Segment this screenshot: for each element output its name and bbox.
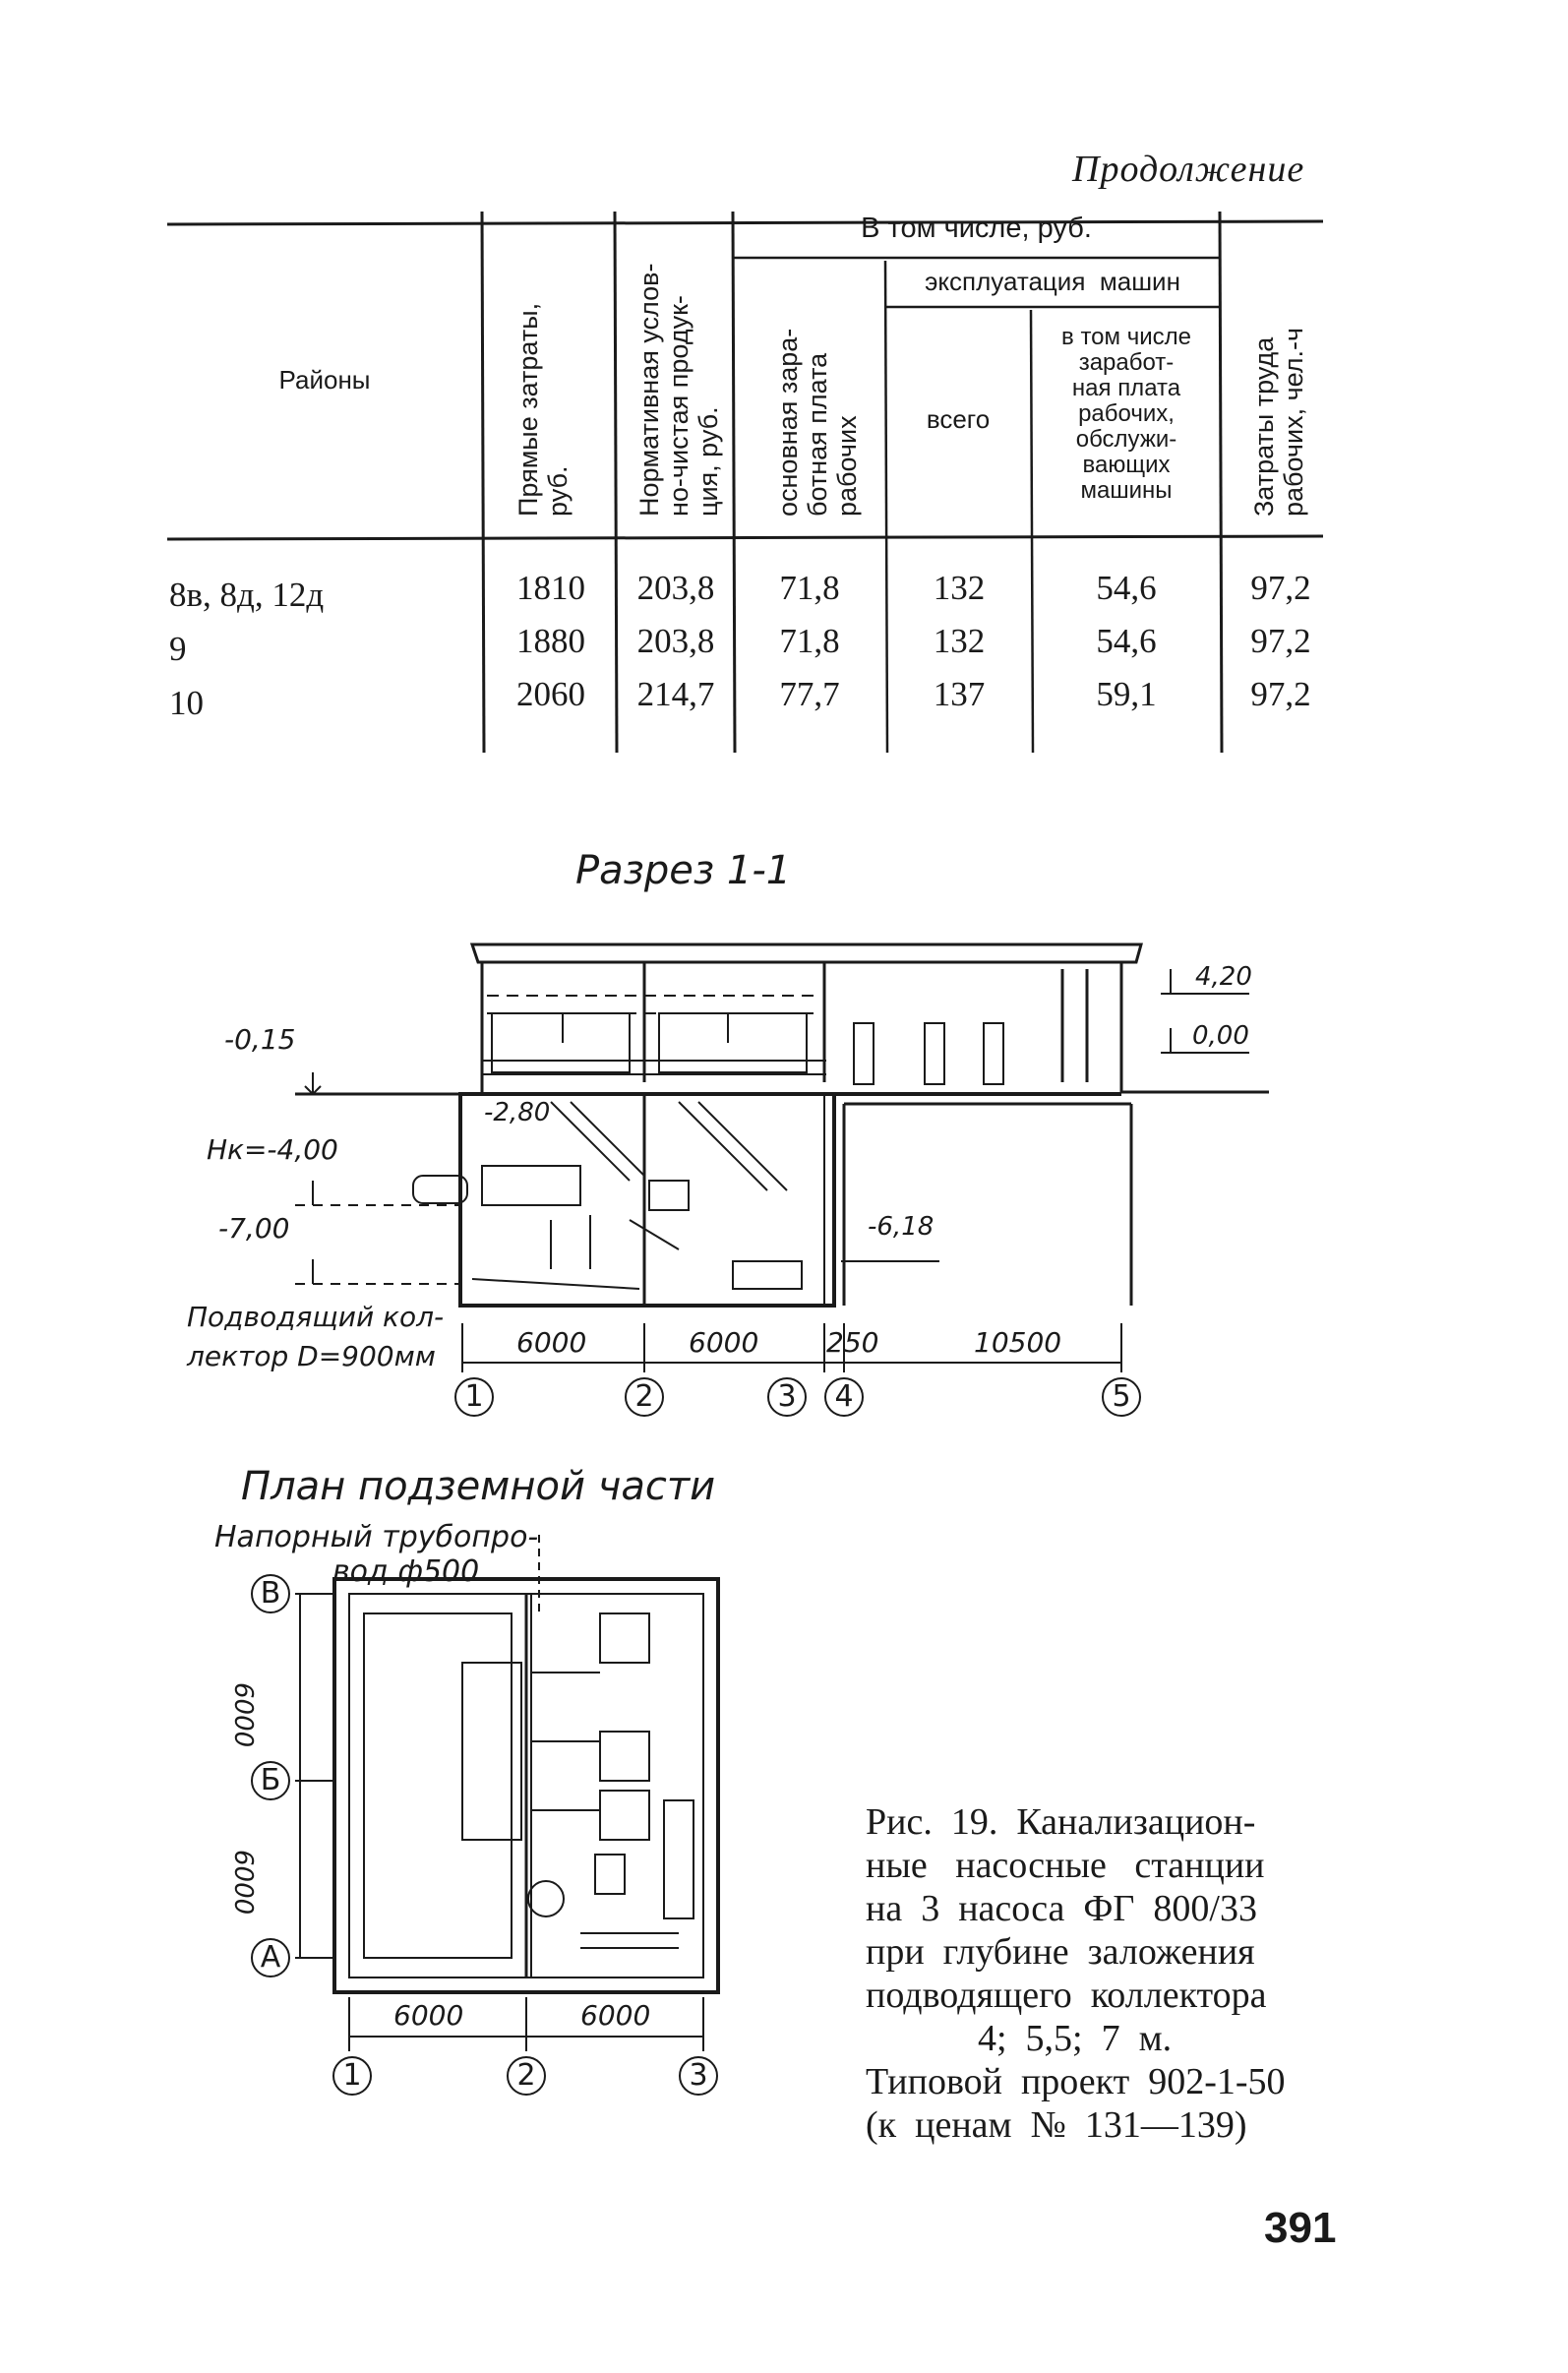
cell-base-wage: 77,7 [779, 675, 840, 713]
caption-line: подводящего коллектора [866, 1975, 1267, 2016]
cell-direct: 1810 [516, 569, 585, 607]
axis-label: 3 [777, 1379, 797, 1414]
section-drawing [295, 943, 1269, 1417]
plan-drawing [251, 1535, 720, 2096]
dim-label: 6000 [516, 1326, 587, 1359]
figure-caption: Рис. 19. Канализацион- ные насосные стан… [866, 1800, 1298, 2147]
header-including: В том числе, руб. [861, 213, 1092, 244]
cell-incl-wage: 54,6 [1096, 622, 1157, 660]
header-machine-op: эксплуатация машин [925, 267, 1180, 296]
row-region: 9 [169, 630, 187, 668]
col-axis-label: 2 [516, 2058, 536, 2093]
caption-line: при глубине заложения [866, 1931, 1255, 1973]
cell-base-wage: 71,8 [779, 569, 840, 607]
cell-direct: 1880 [516, 622, 585, 660]
table-grid [166, 211, 1324, 754]
header-regions: Районы [278, 365, 371, 395]
cell-normative: 214,7 [636, 675, 715, 713]
dim-label: 10500 [974, 1326, 1062, 1359]
cell-labor: 97,2 [1250, 569, 1311, 607]
axis-label: 1 [464, 1379, 484, 1414]
cell-incl-wage: 59,1 [1096, 675, 1157, 713]
dim-label: 6000 [689, 1326, 759, 1359]
row-axis-label: А [260, 1940, 281, 1975]
caption-line: 4; 5,5; 7 м. [866, 2018, 1173, 2059]
collector-note-line1: Подводящий кол- [187, 1301, 445, 1333]
row-dim-label: 6000 [228, 1850, 258, 1916]
dim-label: 250 [826, 1326, 879, 1359]
col-axis-label: 1 [342, 2058, 362, 2093]
cell-total: 132 [933, 569, 986, 607]
cell-labor: 97,2 [1250, 622, 1311, 660]
cell-labor: 97,2 [1250, 675, 1311, 713]
elev-left-label: -0,15 [224, 1023, 296, 1056]
col-dim-label: 6000 [393, 1999, 464, 2032]
row-axis-label: Б [260, 1763, 281, 1797]
cell-direct: 2060 [516, 675, 585, 713]
collector-note-line2: лектор D=900мм [187, 1340, 436, 1372]
row-axis-label: В [260, 1576, 281, 1611]
caption-line: Рис. 19. Канализацион- [866, 1801, 1256, 1843]
pipe-note-line1: Напорный трубопро- [214, 1520, 539, 1554]
elev-618-label: -6,18 [868, 1212, 935, 1242]
col-dim-label: 6000 [580, 1999, 651, 2032]
elev-280-label: -2,80 [484, 1098, 551, 1127]
cell-total: 137 [933, 675, 986, 713]
row-region: 10 [169, 684, 204, 722]
header-total: всего [926, 404, 991, 434]
plan-title: План подземной части [241, 1464, 716, 1509]
cell-normative: 203,8 [636, 622, 715, 660]
axis-label: 4 [834, 1379, 854, 1414]
cell-total: 132 [933, 622, 986, 660]
cell-incl-wage: 54,6 [1096, 569, 1157, 607]
caption-line: (к ценам № 131—139) [866, 2104, 1247, 2146]
row-dim-label: 6000 [228, 1682, 258, 1748]
row-region: 8в, 8д, 12д [169, 576, 325, 614]
elev-700-label: -7,00 [218, 1212, 290, 1245]
axis-label: 5 [1112, 1379, 1131, 1414]
caption-line: на 3 насоса ФГ 800/33 [866, 1888, 1257, 1929]
elev-top-label: 4,20 [1195, 962, 1252, 992]
caption-line: ные насосные станции [866, 1845, 1265, 1886]
caption-line: Типовой проект 902-1-50 [866, 2061, 1286, 2102]
axis-label: 2 [634, 1379, 654, 1414]
elev-ground-label: 0,00 [1192, 1021, 1249, 1051]
page-number: 391 [1264, 2204, 1337, 2252]
cell-normative: 203,8 [636, 569, 715, 607]
col-axis-label: 3 [689, 2058, 708, 2093]
elev-nk-label: Hк=-4,00 [207, 1133, 338, 1166]
section-title: Разрез 1-1 [575, 848, 792, 893]
pipe-note-line2: вод ф500 [332, 1554, 480, 1589]
header-incl-wage: в том числе заработ- ная плата рабочих, … [1061, 324, 1191, 504]
cell-base-wage: 71,8 [779, 622, 840, 660]
continued-label: Продолжение [1072, 149, 1305, 190]
